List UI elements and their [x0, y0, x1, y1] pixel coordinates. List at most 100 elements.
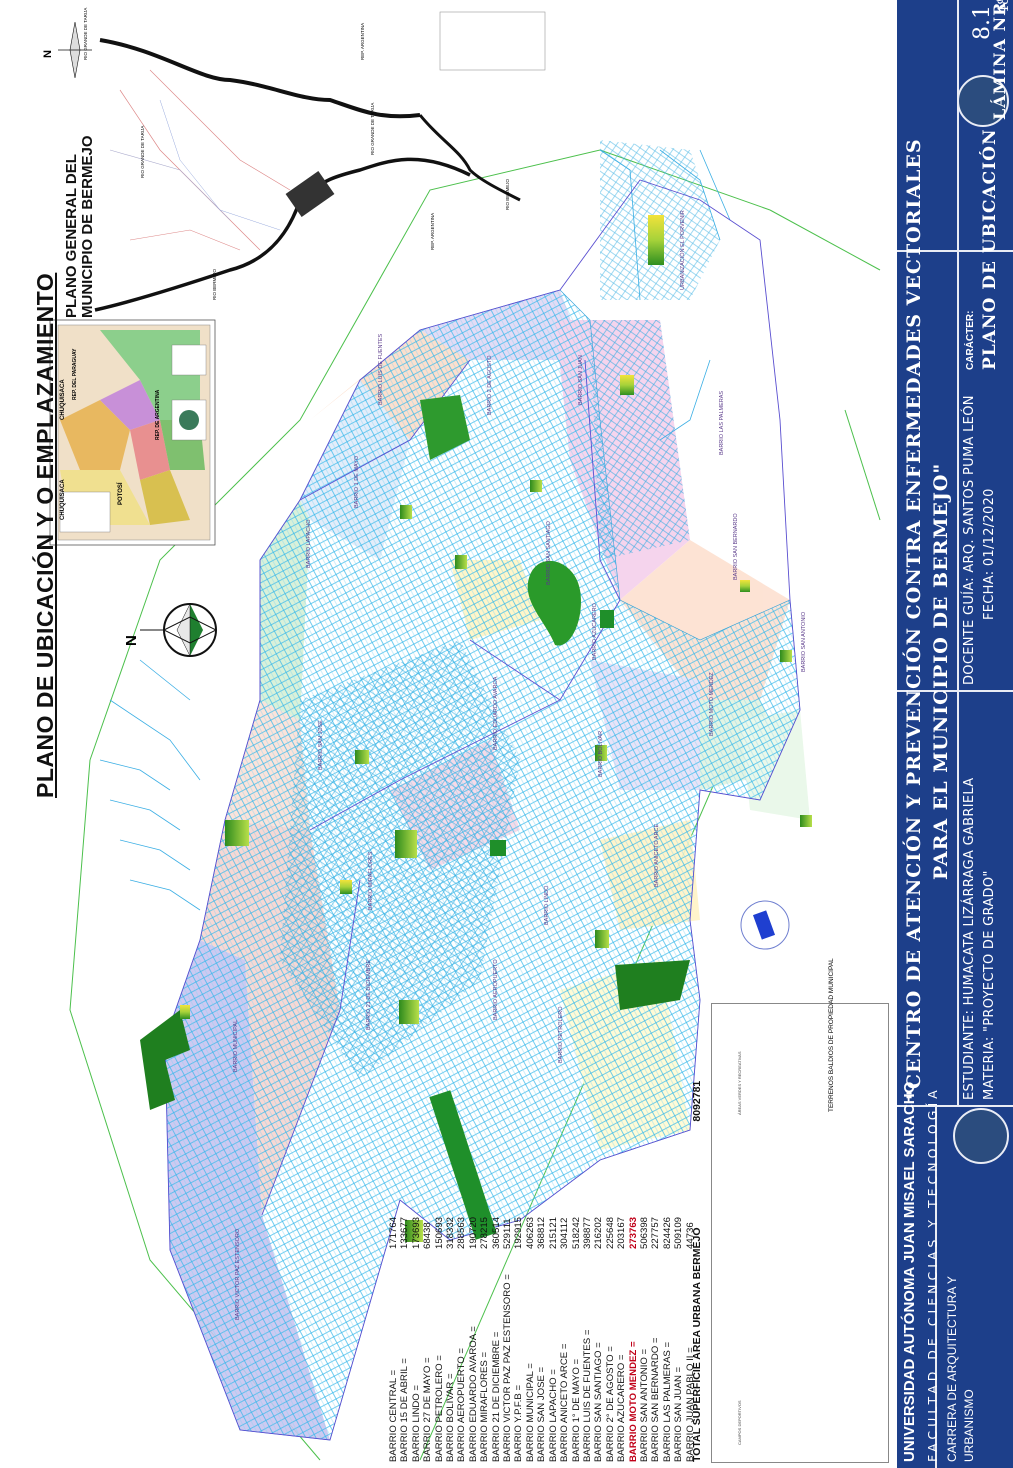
tb-divider	[897, 1105, 1013, 1107]
project-title-line1: "CENTRO DE ATENCIÓN Y PREVENCIÓN CONTRA …	[903, 138, 925, 1100]
stats-row: BARRIO SAN BERNARDO =227757	[650, 1177, 661, 1462]
stats-row: BARRIO PETROLERO =150693	[434, 1177, 445, 1462]
stats-row-name: BARRIO BOLIVAR =	[445, 1373, 457, 1462]
barrio-label: BARRIO AEROPUERTO	[493, 959, 499, 1020]
character-label: CARÁCTER:	[965, 310, 976, 370]
stats-row: BARRIO LAPACHO = 215121	[548, 1177, 559, 1462]
stats-row: BARRIO Y.P.F.B =192915	[513, 1177, 524, 1462]
dept-label-argentina: REP. DE ARGENTINA	[155, 389, 161, 440]
stats-row: BARRIO ANICETO ARCE = 304112	[559, 1177, 570, 1462]
stats-row: BARRIO SAN ANTONIO = 506398	[639, 1177, 650, 1462]
stats-row-name: BARRIO ANICETO ARCE =	[559, 1343, 571, 1462]
stats-row: BARRIO 21 DE DICIEMBRE = 360514	[491, 1177, 502, 1462]
stats-row-value: 203167	[616, 1216, 628, 1249]
river-label-tarija-1: RIO GRANDE DE TARIJA	[83, 7, 88, 60]
departments-map	[49, 319, 216, 546]
sheet-title: PLANO DE UBICACIÓN Y O EMPLAZAMIENTO	[32, 272, 58, 798]
country-label-argentina-1: REP. ARGENTINA	[360, 22, 365, 60]
stats-row-value: 824426	[661, 1216, 673, 1249]
barrio-label: BARRIO VICTOR PAZ ESTENSORO	[235, 1228, 241, 1320]
barrio-label: BARRIO SAN JOSE	[318, 720, 324, 770]
stats-row-value: 216202	[593, 1216, 605, 1249]
legend-panel	[711, 1003, 889, 1463]
stats-row-value: 506398	[638, 1216, 650, 1249]
stats-row-name: BARRIO LAPACHO =	[547, 1369, 559, 1462]
total-label: TOTAL SUPERFICIE AREA URBANA BERMEJO	[691, 1227, 703, 1462]
barrio-label: BARRIO SAN ANTONIO	[801, 611, 807, 672]
barrio-label: BARRIO LAPACHO	[306, 519, 312, 569]
stats-row-value: 190720	[467, 1216, 479, 1249]
career-line-2: URBANISMO	[962, 1389, 976, 1462]
stats-row-name: BARRIO LUIS DE FUENTES =	[581, 1329, 593, 1462]
stats-row: BARRIO LUIS DE FUENTES =398877	[582, 1177, 593, 1462]
stats-row-name: BARRIO LAS PALMERAS =	[661, 1341, 673, 1462]
university-seal-icon	[953, 1108, 1009, 1164]
legend-sports-title: CAMPOS DEPORTIVOS	[737, 1400, 742, 1445]
stats-row-name: BARRIO 1° DE MAYO =	[570, 1358, 582, 1462]
stats-row-name: BARRIO AZUCARERO =	[616, 1354, 628, 1462]
barrio-label: BARRIO 1 DE MAYO	[354, 455, 360, 508]
dept-label-chuquisaca: CHUQUISACA	[60, 379, 66, 420]
stats-row-value: 318332	[445, 1216, 457, 1249]
river-label-tarija-3: RIO GRANDE DE TARIJA	[370, 102, 375, 155]
barrio-label: URBANIZACIÓN EL PORVENIR	[680, 210, 686, 290]
stats-row-value: 225648	[604, 1216, 616, 1249]
stats-row-value: 273763	[627, 1216, 639, 1249]
tb-divider	[935, 1105, 937, 1468]
character-value: PLANO DE UBICACIÓN	[980, 128, 1000, 370]
barrio-label: BARRIO ANICETO ARCE	[654, 823, 660, 887]
title-block	[897, 0, 1013, 1468]
barrio-label: BARRIO BOLIVAR	[598, 730, 604, 777]
stats-row-name: BARRIO 21 DE DICIEMBRE =	[490, 1331, 502, 1462]
north-arrow-small	[58, 21, 92, 79]
dept-label-potosi: POTOSÍ	[118, 482, 124, 505]
general-plan-title: PLANO GENERAL DEL MUNICIPIO DE BERMEJO	[63, 135, 96, 318]
stats-row-name: BARRIO LINDO =	[410, 1384, 422, 1462]
dept-label-chuquisaca-west: CHUQUISACA	[60, 479, 66, 520]
stats-row-name: BARRIO AEROPUERTO =	[456, 1347, 468, 1462]
sheet-total: 48	[996, 0, 1012, 14]
stats-row-value: 518242	[570, 1216, 582, 1249]
stats-row: BARRIO AEROPUERTO =288563	[456, 1177, 467, 1462]
north-arrow-main	[140, 603, 218, 657]
barrio-label: BARRIO 21 DE DICIEMBRE	[366, 960, 372, 1030]
stats-row-value: 360514	[490, 1216, 502, 1249]
stats-row-value: 215121	[547, 1216, 559, 1249]
stats-row: BARRIO LINDO = 173693	[411, 1177, 422, 1462]
stats-row-name: BARRIO EDUARDO AVAROA =	[467, 1326, 479, 1462]
general-plan-title-line1: PLANO GENERAL DEL	[63, 154, 80, 318]
stats-row-name: BARRIO MOTO MENDEZ =	[627, 1341, 639, 1462]
faculty-name: FACULTAD DE CIENCIAS Y TECNOLOGÍA	[925, 1086, 940, 1462]
tb-divider	[957, 0, 959, 1105]
barrio-label: BARRIO LAS PALMERAS	[719, 390, 725, 455]
location-marker	[740, 900, 790, 950]
stats-row: BARRIO 2° DE AGOSTO =225648	[605, 1177, 616, 1462]
stats-row-value: 406263	[524, 1216, 536, 1249]
stats-row-name: BARRIO MUNICIPAL =	[524, 1363, 536, 1462]
north-label: N	[123, 635, 140, 646]
barrio-label: BARRIO MOTO MENDEZ	[709, 672, 715, 736]
university-name: UNIVERSIDAD AUTÓNOMA JUAN MISAEL SARACHO	[901, 1081, 918, 1462]
stats-row-value: 68438	[422, 1222, 434, 1249]
stats-row-value: 173693	[410, 1216, 422, 1249]
stats-row-name: BARRIO SAN ANTONIO =	[638, 1348, 650, 1462]
stats-row: BARRIO MOTO MENDEZ = 273763	[628, 1177, 639, 1462]
career-line-1: CARRERA DE ARQUITECTURA Y	[945, 1276, 959, 1462]
stats-row-value: 368812	[536, 1216, 548, 1249]
stats-row-value: 133677	[399, 1216, 411, 1249]
river-label-bermejo-2: RIO BERMEJO	[505, 178, 510, 210]
barrio-label: BARRIO EDUARDO AVAROA	[493, 676, 499, 750]
stats-row: BARRIO 1° DE MAYO = 518242	[571, 1177, 582, 1462]
stats-row-value: 227757	[650, 1216, 662, 1249]
barrio-label: BARRIO LINDO	[544, 885, 550, 925]
country-label-argentina-2: REP. ARGENTINA	[430, 212, 435, 250]
stats-row-value: 304112	[559, 1217, 571, 1249]
barrio-label: BARRIO MIRAFLORES	[368, 851, 374, 910]
stats-row-name: BARRIO CENTRAL =	[388, 1369, 399, 1462]
tb-divider	[897, 250, 1013, 252]
project-title-line2: PARA EL MUNICIPIO DE BERMEJO"	[930, 462, 952, 880]
barrio-label: BARRIO PETROLERO	[558, 1006, 564, 1063]
barrio-label: BARRIO SAN SANTIAGO	[546, 521, 552, 585]
